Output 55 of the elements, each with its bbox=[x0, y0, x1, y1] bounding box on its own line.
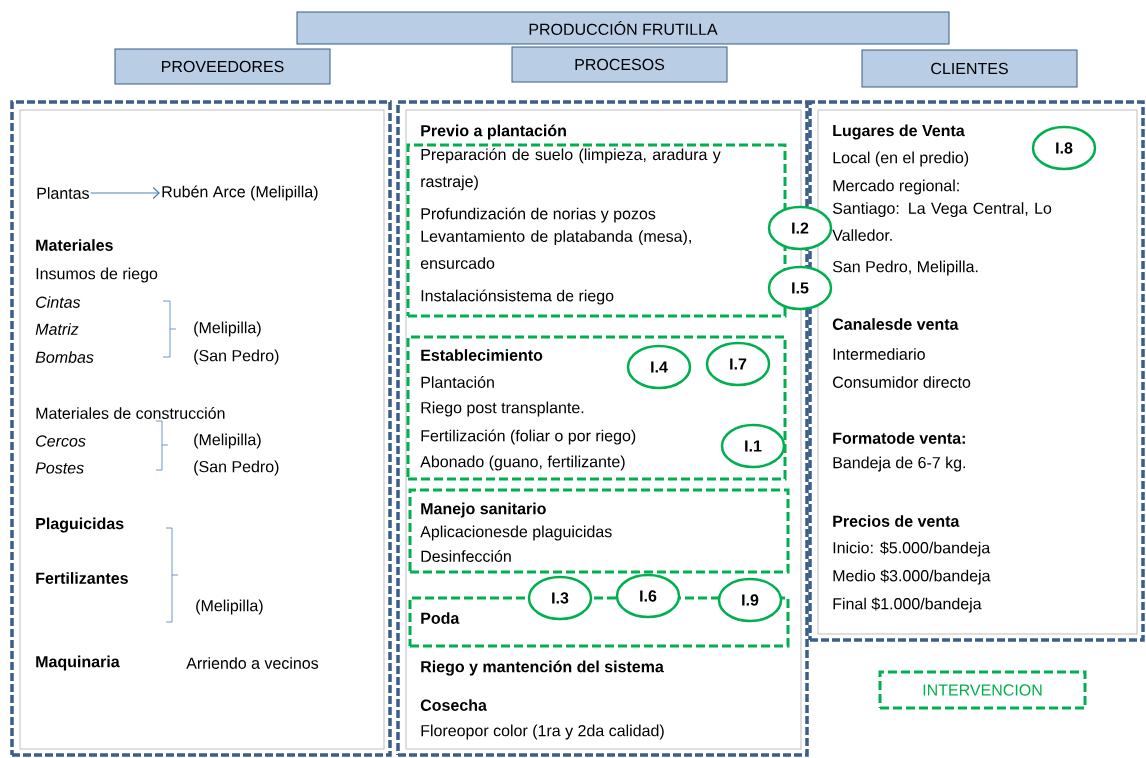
list-item: Bandeja de 6-7 kg. bbox=[833, 456, 966, 472]
list-item: San Pedro, Melipilla. bbox=[832, 260, 978, 276]
list-item: Consumidor directo bbox=[833, 376, 971, 388]
list-item: Abonado (guano, fertilizante) bbox=[420, 455, 625, 471]
section-heading: Previo a plantación bbox=[421, 124, 566, 140]
section-heading: Plaguicidas bbox=[36, 517, 124, 533]
item-label: Cintas bbox=[36, 296, 81, 308]
list-item: Medio $3.000/bandeja bbox=[833, 569, 991, 585]
section-heading: Canalesde venta bbox=[832, 318, 959, 330]
list-item: Preparación de suelo (limpieza, aradura y rastraje) bbox=[421, 148, 721, 191]
section-heading: Establecimiento bbox=[421, 349, 543, 361]
section-heading: Manejo sanitario bbox=[421, 502, 546, 518]
list-item: (Melipilla) bbox=[196, 599, 263, 615]
section-heading: Materiales bbox=[36, 239, 113, 251]
list-item: Aplicacionesde plaguicidas bbox=[420, 525, 612, 541]
section-heading: Fertilizantes bbox=[36, 572, 128, 584]
list-item: Mercado regional: bbox=[833, 179, 959, 195]
section-heading: Riego y mantención del sistema bbox=[421, 660, 664, 676]
list-item: Plantación bbox=[421, 376, 494, 388]
list-item: Arriendo a vecinos bbox=[186, 657, 319, 669]
section-heading: Poda bbox=[421, 612, 460, 624]
list-item: Insumos de riego bbox=[36, 267, 158, 283]
list-item: Local (en el predio) bbox=[833, 151, 969, 167]
item-label: Bombas bbox=[35, 351, 94, 363]
list-item: Instalaciónsistema de riego bbox=[421, 289, 614, 305]
list-item: Levantamiento de platabanda (mesa), ensurcado bbox=[420, 230, 691, 269]
list-item: Final $1.000/bandeja bbox=[833, 597, 982, 613]
list-item: Profundización de norias y pozos bbox=[421, 207, 656, 223]
section-heading: Precios de venta bbox=[833, 515, 960, 527]
item-label: Postes bbox=[35, 462, 84, 474]
section-heading: Lugares de Venta bbox=[833, 124, 965, 140]
item-label: Cercos bbox=[36, 435, 86, 447]
list-item: (San Pedro) bbox=[194, 460, 279, 476]
header-box: CLIENTES bbox=[861, 49, 1078, 88]
list-item: (Melipilla) bbox=[194, 321, 261, 337]
item-label: Matriz bbox=[35, 323, 79, 335]
section-heading: Formatode venta: bbox=[833, 432, 965, 444]
list-item: Desinfección bbox=[421, 550, 511, 562]
section-heading: Maquinaria bbox=[36, 655, 120, 671]
item-label: Plantas bbox=[37, 187, 89, 199]
section-heading: Cosecha bbox=[420, 699, 487, 711]
list-item: Riego post transplante. bbox=[421, 401, 584, 417]
list-item: Materiales de construcción bbox=[36, 407, 225, 419]
list-item: (San Pedro) bbox=[194, 349, 279, 365]
list-item: Floreopor color (1ra y 2da calidad) bbox=[421, 724, 664, 740]
list-item: Inicio: $5.000/bandeja bbox=[833, 541, 991, 557]
header-box: PROVEEDORES bbox=[114, 48, 331, 85]
list-item: (Melipilla) bbox=[194, 433, 261, 449]
list-item: Intermediario bbox=[833, 348, 925, 360]
arrow bbox=[90, 186, 160, 200]
legend-box: INTERVENCION bbox=[878, 670, 1087, 710]
item-label: Rubén Arce (Melipilla) bbox=[162, 185, 318, 201]
list-item: Fertilización (foliar o por riego) bbox=[421, 429, 636, 445]
header-box: PROCESOS bbox=[511, 46, 728, 83]
list-item: Santiago: La Vega Central, Lo Valledor. bbox=[832, 202, 1052, 241]
